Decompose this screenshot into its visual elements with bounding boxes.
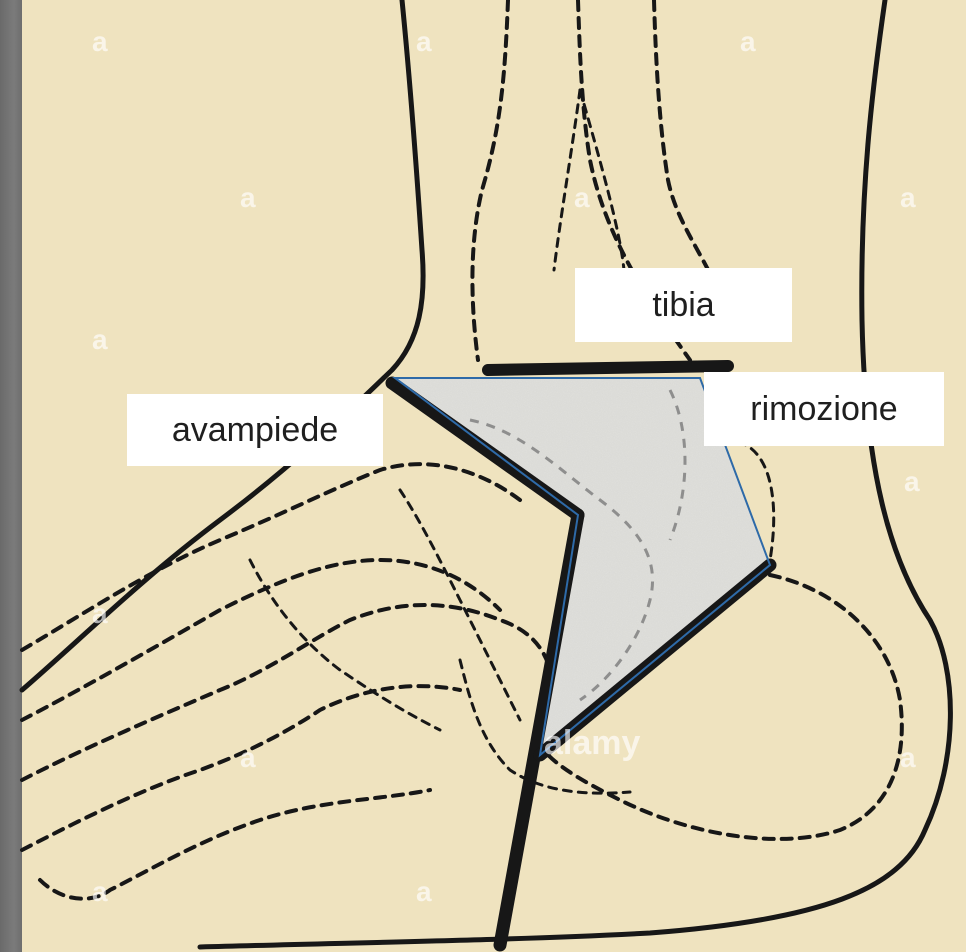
- fibula-dashed-outline-right: [654, 0, 718, 290]
- removal-label: rimozione: [704, 372, 944, 446]
- tibia-inner-dashed: [554, 90, 580, 270]
- metatarsal-dashed-outline-1: [22, 605, 552, 780]
- tibia-label: tibia: [575, 268, 792, 342]
- anterior-leg-contour: [22, 0, 423, 690]
- forefoot-label: avampiede: [127, 394, 383, 466]
- tibia-dashed-outline-left: [472, 0, 508, 360]
- tarsal-dashed-outline-2: [22, 560, 500, 720]
- tibia-cut-line: [488, 366, 728, 370]
- tibia-inner-dashed-right: [580, 90, 624, 270]
- toe-dashed-outline: [40, 790, 430, 899]
- cuneiform-dashed-outline: [250, 560, 440, 730]
